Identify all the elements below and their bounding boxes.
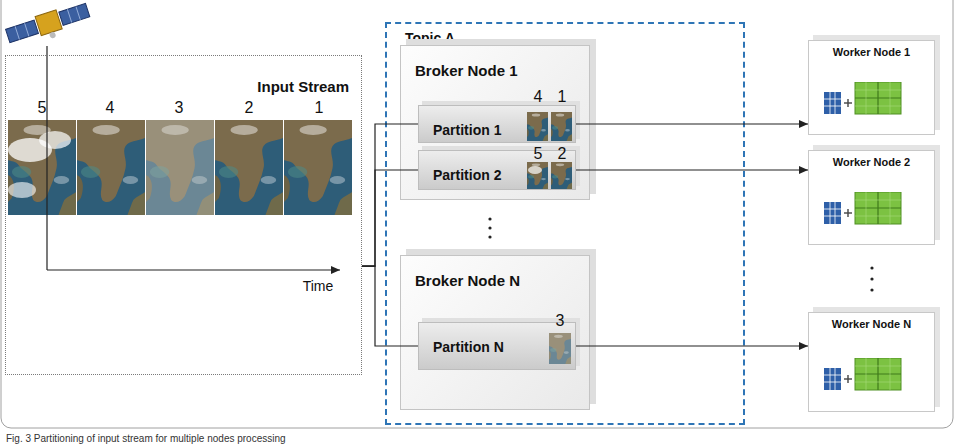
node-title: Input Stream: [257, 78, 349, 95]
panel-line: [67, 9, 71, 22]
figure-caption: Fig. 3 Partitioning of input stream for …: [6, 433, 286, 444]
dispatch-arrow: [576, 345, 808, 346]
node-title: Partition 1: [433, 122, 501, 138]
node-title: Worker Node 2: [809, 156, 934, 168]
panel-line: [15, 26, 19, 39]
partition-image: [527, 112, 548, 141]
ellipsis-dot: [870, 277, 873, 280]
dispatch-arrow: [576, 123, 808, 124]
partition-image: [549, 333, 571, 364]
image-number: 4: [106, 100, 115, 116]
node-title: Partition 2: [433, 167, 501, 183]
worker-node-box: Worker Node 2: [808, 150, 935, 245]
ellipsis-dot: [870, 288, 873, 291]
node-title: Topic A: [405, 30, 455, 46]
broker-node-box: Broker Node N Partition N: [400, 255, 590, 410]
satellite-image: [284, 120, 352, 215]
image-number: 3: [175, 100, 184, 116]
haze: [549, 333, 571, 364]
image-number: 1: [315, 100, 324, 116]
worker-node-box: Worker Node N: [808, 312, 935, 412]
antenna: [49, 31, 57, 39]
panel-line: [76, 7, 80, 20]
satellite-image: [8, 120, 76, 215]
node-title: Broker Node N: [415, 272, 520, 289]
cloud: [8, 182, 36, 198]
figure-frame: [1, 0, 953, 428]
satellite-image: [215, 120, 283, 215]
partition-box: Partition 2: [418, 150, 576, 190]
partition-image-number: 5: [534, 146, 543, 162]
panel-line: [25, 23, 29, 36]
partition-image: [551, 162, 572, 189]
processor-icon: [824, 358, 901, 390]
dispatch-arrow: [576, 169, 808, 170]
broker-node-box: Broker Node 1 Partition 1 Partition 2: [400, 45, 590, 200]
stream-connector: [362, 266, 418, 346]
partition-box: Partition N: [418, 322, 576, 370]
time-axis: [46, 46, 47, 270]
partition-image: [527, 162, 548, 189]
solar-panel: [6, 20, 39, 43]
satellite-image: [146, 120, 214, 215]
processor-icon: [824, 192, 901, 224]
partition-image-number: 1: [558, 89, 567, 105]
haze: [146, 120, 214, 215]
time-axis: [47, 269, 340, 270]
partition-image: [551, 112, 572, 141]
ellipsis-dot: [488, 226, 491, 229]
input-stream-box: Input Stream: [5, 55, 362, 375]
worker-node-box: Worker Node 1: [808, 40, 935, 135]
partition-image-number: 4: [534, 89, 543, 105]
image-number: 2: [245, 100, 254, 116]
axis-label: Time: [303, 279, 334, 293]
stream-connector: [362, 170, 418, 266]
partition-box: Partition 1: [418, 105, 576, 143]
processor-icon: [824, 82, 901, 114]
ellipsis-dot: [870, 266, 873, 269]
satellite-icon: [5, 1, 93, 52]
node-title: Worker Node N: [809, 318, 934, 330]
solar-panel: [59, 3, 90, 25]
ellipsis-dot: [488, 217, 491, 220]
ellipsis-dot: [488, 235, 491, 238]
satellite-body: [35, 10, 62, 36]
cloud: [528, 166, 542, 174]
topic-group: Topic A Broker Node 1 Partition 1 Partition…: [385, 22, 745, 425]
satellite-image: [77, 120, 145, 215]
cloud: [39, 131, 71, 149]
node-title: Partition N: [433, 339, 504, 355]
node-title: Worker Node 1: [809, 46, 934, 58]
node-title: Broker Node 1: [415, 62, 518, 79]
image-number: 5: [38, 100, 47, 116]
partition-image-number: 3: [556, 313, 565, 329]
partition-image-number: 2: [558, 146, 567, 162]
stream-connector: [362, 124, 418, 266]
